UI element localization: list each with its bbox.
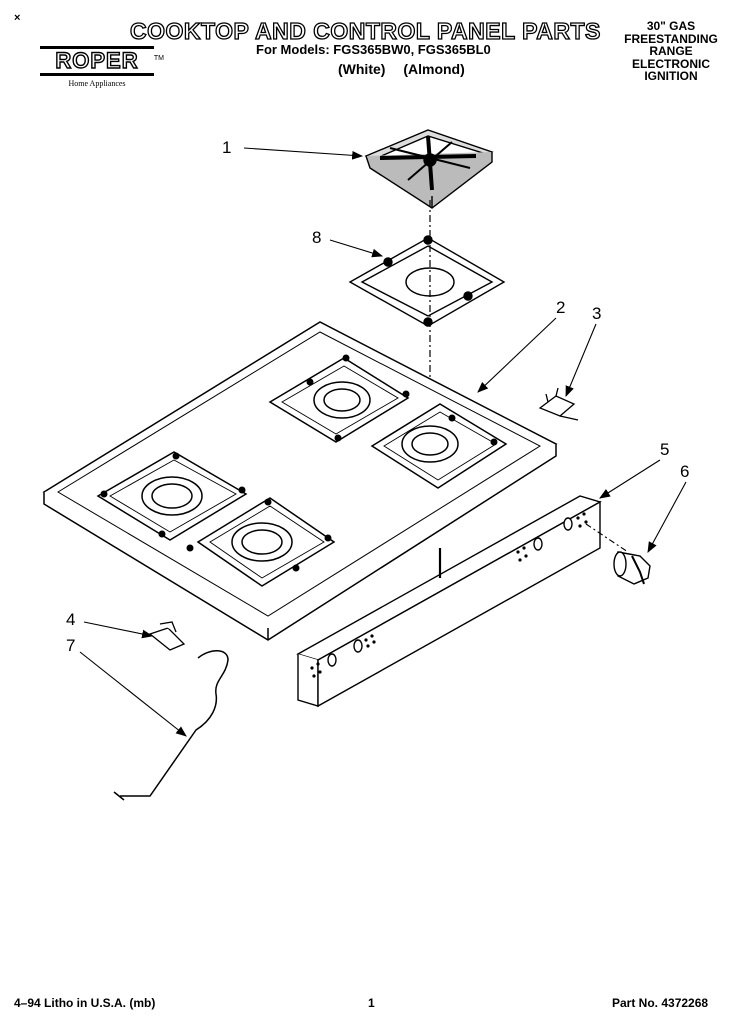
leader-7 xyxy=(79,651,187,737)
variant-almond: (Almond) xyxy=(403,61,465,77)
logo-tagline: Home Appliances xyxy=(68,79,126,88)
spec-line: IGNITION xyxy=(644,69,698,83)
leader-3 xyxy=(565,323,597,398)
brand-logo: ROPER TM Home Appliances xyxy=(40,46,164,88)
logo-wordmark: ROPER xyxy=(55,48,139,73)
color-variants: (White) (Almond) xyxy=(338,61,479,77)
control-knob xyxy=(613,551,651,585)
footer-part-number: Part No. 4372268 xyxy=(612,996,709,1010)
callout-6: 6 xyxy=(680,462,690,481)
range-spec-block: 30" GAS FREESTANDING RANGE ELECTRONIC IG… xyxy=(618,20,724,83)
callout-7: 7 xyxy=(66,636,76,655)
callout-1: 1 xyxy=(222,138,232,157)
callout-5: 5 xyxy=(660,440,670,459)
spec-line: RANGE xyxy=(649,44,693,58)
callout-4: 4 xyxy=(66,610,76,629)
electrode-clip xyxy=(148,621,186,651)
leader-2 xyxy=(477,317,557,393)
knob-alignment-line xyxy=(585,523,629,553)
callout-8: 8 xyxy=(312,228,322,247)
variant-white: (White) xyxy=(338,61,386,77)
models-line: For Models: FGS365BW0, FGS365BL0 xyxy=(256,42,491,57)
corner-mark: × xyxy=(14,12,21,24)
callout-leaders xyxy=(79,147,687,737)
page-title: COOKTOP AND CONTROL PANEL PARTS xyxy=(129,17,601,44)
logo-rule-bottom xyxy=(40,73,154,76)
spec-line: FREESTANDING xyxy=(624,31,718,46)
callout-2: 2 xyxy=(556,298,566,317)
leader-8 xyxy=(329,239,384,258)
logo-rule-top xyxy=(40,46,154,49)
control-panel xyxy=(296,495,602,708)
wire-harness xyxy=(113,650,229,801)
footer-litho: 4–94 Litho in U.S.A. (mb) xyxy=(14,996,156,1010)
callout-3: 3 xyxy=(592,304,602,323)
bracket-clip xyxy=(538,387,579,421)
burner-grate xyxy=(364,129,494,209)
leader-5 xyxy=(599,459,661,499)
spec-line: 30" GAS xyxy=(646,19,696,33)
footer-page-number: 1 xyxy=(368,996,375,1010)
burner-bowl xyxy=(348,235,506,327)
spec-line: ELECTRONIC xyxy=(632,56,710,71)
logo-trademark: TM xyxy=(153,55,164,62)
leader-1 xyxy=(243,147,364,160)
leader-6 xyxy=(647,481,687,553)
cooktop xyxy=(42,321,558,641)
leader-4 xyxy=(83,621,154,639)
